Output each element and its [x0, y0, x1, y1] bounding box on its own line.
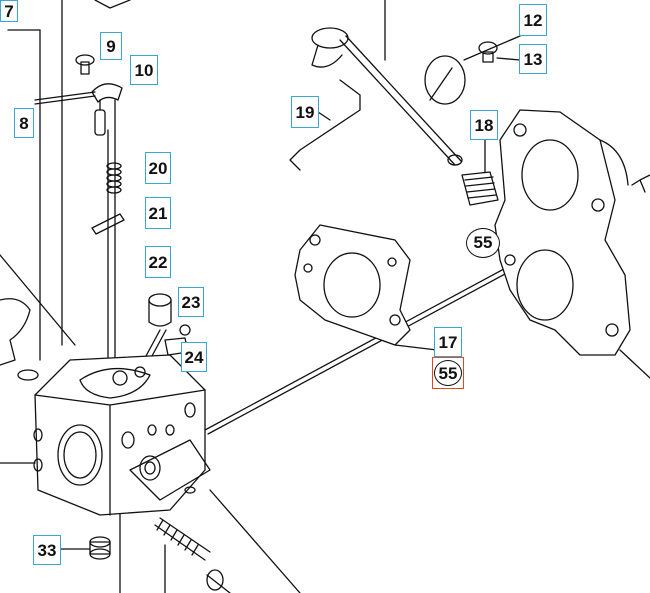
part-label-33[interactable]: 33 [33, 535, 61, 565]
lever-10 [91, 83, 123, 103]
background-line [0, 254, 76, 346]
part-label-24[interactable]: 24 [181, 342, 207, 372]
gasket-17 [294, 224, 438, 351]
part-label-17[interactable]: 17 [434, 327, 462, 357]
part-label-55-highlighted[interactable]: 55 [432, 357, 464, 389]
part-label-22[interactable]: 22 [145, 246, 171, 278]
part-label-19[interactable]: 19 [291, 96, 319, 128]
right-housing [494, 109, 631, 356]
part-label-20[interactable]: 20 [145, 152, 171, 184]
screw-9 [75, 54, 95, 66]
part-label-13[interactable]: 13 [519, 44, 547, 74]
part-label-7[interactable]: 7 [0, 0, 18, 22]
circled-label-55-inner: 55 [434, 360, 462, 386]
part-33 [59, 536, 111, 560]
pin [34, 91, 96, 101]
part-label-18[interactable]: 18 [470, 110, 498, 140]
part-label-21[interactable]: 21 [145, 197, 171, 229]
part-label-8[interactable]: 8 [14, 108, 34, 138]
spring-20 [106, 162, 122, 194]
part-label-12[interactable]: 12 [519, 4, 547, 36]
ball-23 [179, 324, 191, 336]
part-label-23[interactable]: 23 [178, 287, 204, 317]
carburetor-body [33, 354, 211, 516]
lever-19 [289, 79, 361, 171]
gear-18 [461, 134, 499, 206]
spring-bottom [154, 517, 231, 593]
part-label-10[interactable]: 10 [130, 55, 158, 85]
throttle-shaft [311, 27, 521, 166]
circled-label-55[interactable]: 55 [466, 228, 500, 258]
needle-part [94, 109, 106, 136]
fragment-left [0, 298, 31, 366]
fragment-top [94, 0, 131, 9]
pin-21 [91, 213, 125, 235]
part-label-9[interactable]: 9 [100, 32, 122, 60]
screw-13 [478, 41, 521, 63]
